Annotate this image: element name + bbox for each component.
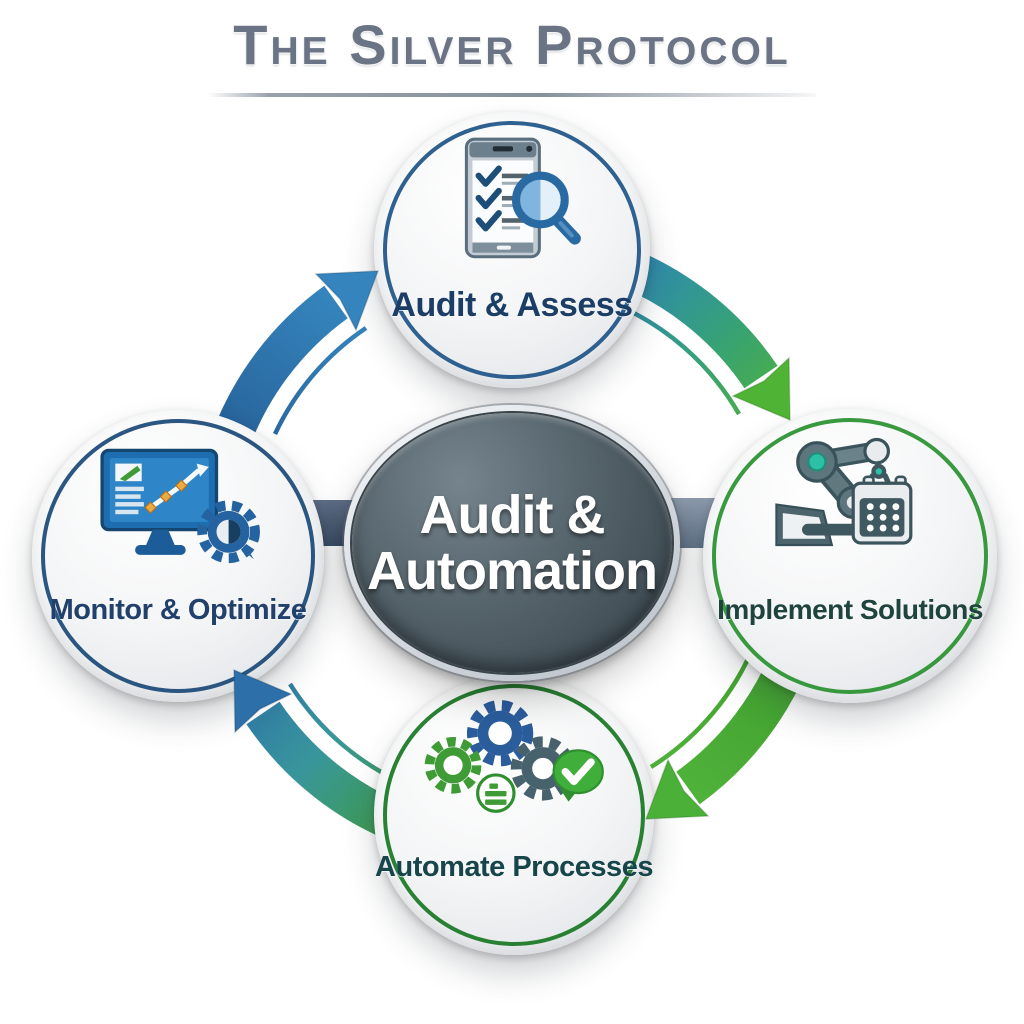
node-label-implement-solutions: Implement Solutions <box>717 594 983 626</box>
node-monitor-optimize: Monitor & Optimize <box>32 410 324 702</box>
page-title: The Silver Protocol <box>233 13 791 76</box>
arrowhead-to-bottom <box>644 758 710 820</box>
node-implement-solutions: Implement Solutions <box>703 409 997 703</box>
gears-check-icon <box>424 699 604 813</box>
node-label-automate-processes: Automate Processes <box>375 851 653 884</box>
checklist-magnifier-icon <box>464 138 581 259</box>
robot-arm-calendar-icon <box>775 437 913 547</box>
center-label-line1: Audit & <box>419 484 606 545</box>
node-label-audit-assess: Audit & Assess <box>391 285 633 324</box>
center-oval-inner: Audit & Automation <box>352 413 672 673</box>
node-audit-assess: Audit & Assess <box>374 112 650 388</box>
thin-line-right-to-bottom <box>649 642 758 769</box>
node-label-monitor-optimize: Monitor & Optimize <box>49 593 307 626</box>
center-oval: Audit & Automation <box>344 405 680 681</box>
title-underline <box>208 93 816 97</box>
arc-left-to-top <box>211 285 348 450</box>
thin-line-left-to-top <box>272 326 368 435</box>
arrowhead-to-top <box>314 270 380 332</box>
monitor-chart-gear-icon <box>100 448 260 563</box>
arrowhead-to-right <box>731 356 791 422</box>
node-automate-processes: Automate Processes <box>374 675 654 955</box>
center-label-line2: Automation <box>367 541 658 601</box>
